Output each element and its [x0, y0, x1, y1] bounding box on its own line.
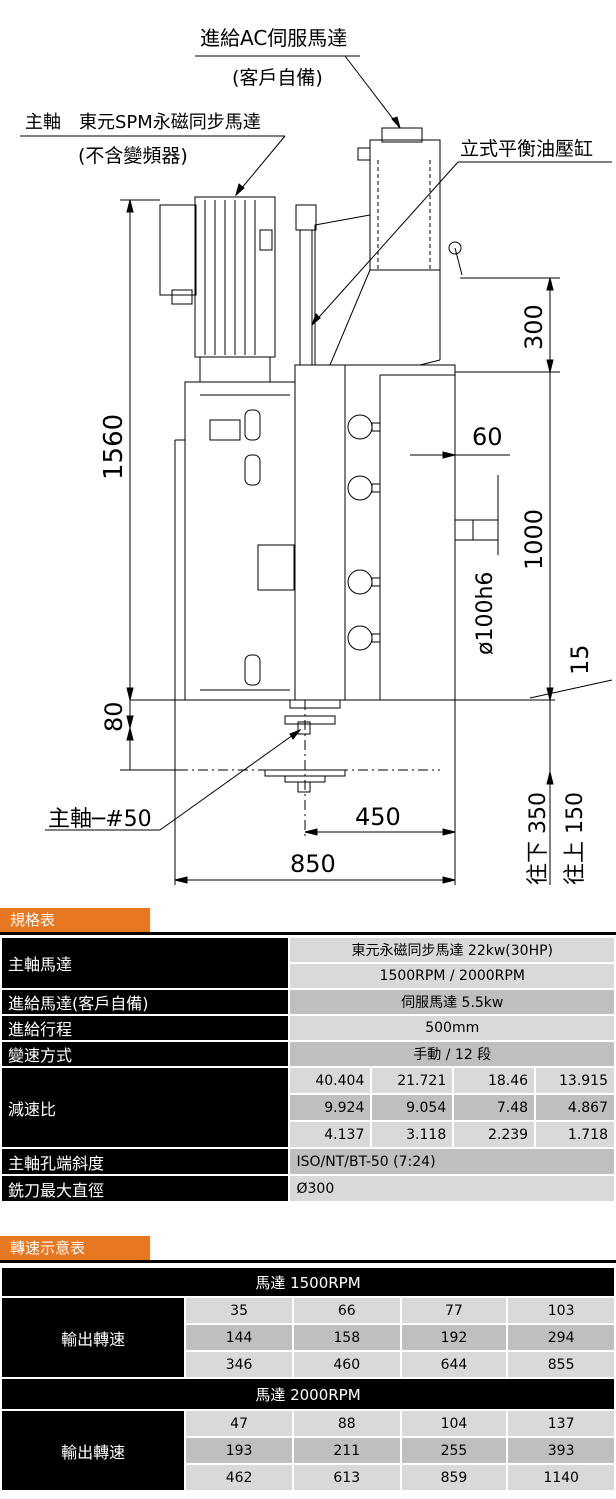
speed-cell: 211	[291, 1436, 402, 1465]
speed-cell: 855	[506, 1350, 616, 1379]
spec-label-ratio: 減速比	[0, 1066, 291, 1149]
stroke-up-label: 往上 150	[563, 792, 588, 885]
speed-cell: 47	[184, 1409, 294, 1438]
spec-label-cutter: 銑刀最大直徑	[0, 1174, 291, 1203]
speed-cell: 35	[184, 1296, 294, 1325]
speed-cell: 103	[506, 1296, 616, 1325]
dim-1000: 1000	[520, 509, 548, 570]
ratio-cell: 9.924	[288, 1093, 373, 1122]
speed-cell: 346	[184, 1350, 294, 1379]
feed-motor-label: 進給AC伺服馬達	[200, 26, 347, 50]
spec-value-taper: ISO/NT/BT-50 (7:24)	[288, 1147, 616, 1176]
motor-2000-label: 輸出轉速	[0, 1409, 187, 1492]
spec-label-feed-motor: 進給馬達(客戶自備)	[0, 988, 291, 1016]
ratio-cell: 1.718	[534, 1120, 616, 1149]
stroke-down-label: 往下 350	[526, 792, 551, 885]
speed-cell: 462	[184, 1463, 294, 1492]
spindle-motor-label: 主軸 東元SPM永磁同步馬達	[25, 112, 261, 133]
dim-450: 450	[355, 803, 401, 831]
speed-cell: 460	[291, 1350, 402, 1379]
feed-motor-note: (客戶自備)	[232, 67, 323, 89]
dim-60: 60	[472, 423, 503, 451]
spec-value-speed: 手動 / 12 段	[288, 1040, 616, 1068]
spec-label-taper: 主軸孔端斜度	[0, 1147, 291, 1176]
speed-cell: 88	[291, 1409, 402, 1438]
speed-cell: 294	[506, 1323, 616, 1352]
dim-15: 15	[566, 644, 594, 675]
speed-cell: 192	[399, 1323, 509, 1352]
speed-section-title: 轉速示意表	[0, 1236, 150, 1260]
speed-cell: 144	[184, 1323, 294, 1352]
ratio-cell: 40.404	[288, 1066, 373, 1095]
spindle-taper-label: 主軸─#50	[48, 807, 152, 832]
speed-divider	[0, 1260, 616, 1263]
motor-1500-label: 輸出轉速	[0, 1296, 187, 1379]
speed-cell: 644	[399, 1350, 509, 1379]
motor-2000-header: 馬達 2000RPM	[0, 1377, 616, 1411]
spec-divider	[0, 932, 616, 935]
ratio-cell: 3.118	[370, 1120, 455, 1149]
spec-section-title: 規格表	[0, 908, 150, 932]
ratio-cell: 9.054	[370, 1093, 455, 1122]
dim-300: 300	[520, 304, 548, 350]
ratio-cell: 7.48	[452, 1093, 537, 1122]
ratio-cell: 4.137	[288, 1120, 373, 1149]
speed-cell: 66	[291, 1296, 402, 1325]
speed-table: 馬達 1500RPM 輸出轉速 35 66 77 103 144 158 192…	[0, 1266, 616, 1492]
spindle-motor-note: (不含變頻器)	[78, 145, 188, 167]
spec-value-motor-2: 1500RPM / 2000RPM	[288, 962, 616, 990]
speed-cell: 137	[506, 1409, 616, 1438]
spec-label-stroke: 進給行程	[0, 1014, 291, 1042]
spec-value-stroke: 500mm	[288, 1014, 616, 1042]
spec-label-speed: 變速方式	[0, 1040, 291, 1068]
speed-cell: 859	[399, 1463, 509, 1492]
ratio-cell: 2.239	[452, 1120, 537, 1149]
cylinder-label: 立式平衡油壓缸	[460, 138, 593, 160]
dim-850: 850	[290, 850, 336, 878]
ratio-cell: 18.46	[452, 1066, 537, 1095]
dim-80: 80	[100, 701, 128, 732]
motor-1500-header: 馬達 1500RPM	[0, 1266, 616, 1298]
speed-cell: 393	[506, 1436, 616, 1465]
speed-cell: 255	[399, 1436, 509, 1465]
speed-cell: 613	[291, 1463, 402, 1492]
speed-cell: 158	[291, 1323, 402, 1352]
spec-table: 主軸馬達 東元永磁同步馬達 22kw(30HP) 1500RPM / 2000R…	[0, 936, 616, 1203]
ratio-cell: 4.867	[534, 1093, 616, 1122]
dim-diameter: ø100h6	[473, 572, 498, 655]
speed-cell: 77	[399, 1296, 509, 1325]
speed-cell: 1140	[506, 1463, 616, 1492]
spec-value-motor-1: 東元永磁同步馬達 22kw(30HP)	[288, 936, 616, 964]
speed-cell: 193	[184, 1436, 294, 1465]
spec-value-cutter: Ø300	[288, 1174, 616, 1203]
ratio-cell: 21.721	[370, 1066, 455, 1095]
dim-1560: 1560	[99, 414, 129, 480]
ratio-cell: 13.915	[534, 1066, 616, 1095]
spec-label-motor: 主軸馬達	[0, 936, 291, 990]
spec-value-feed-motor: 伺服馬達 5.5kw	[288, 988, 616, 1016]
speed-cell: 104	[399, 1409, 509, 1438]
technical-drawing: 進給AC伺服馬達 (客戶自備) 主軸 東元SPM永磁同步馬達 (不含變頻器) 立…	[20, 26, 613, 885]
